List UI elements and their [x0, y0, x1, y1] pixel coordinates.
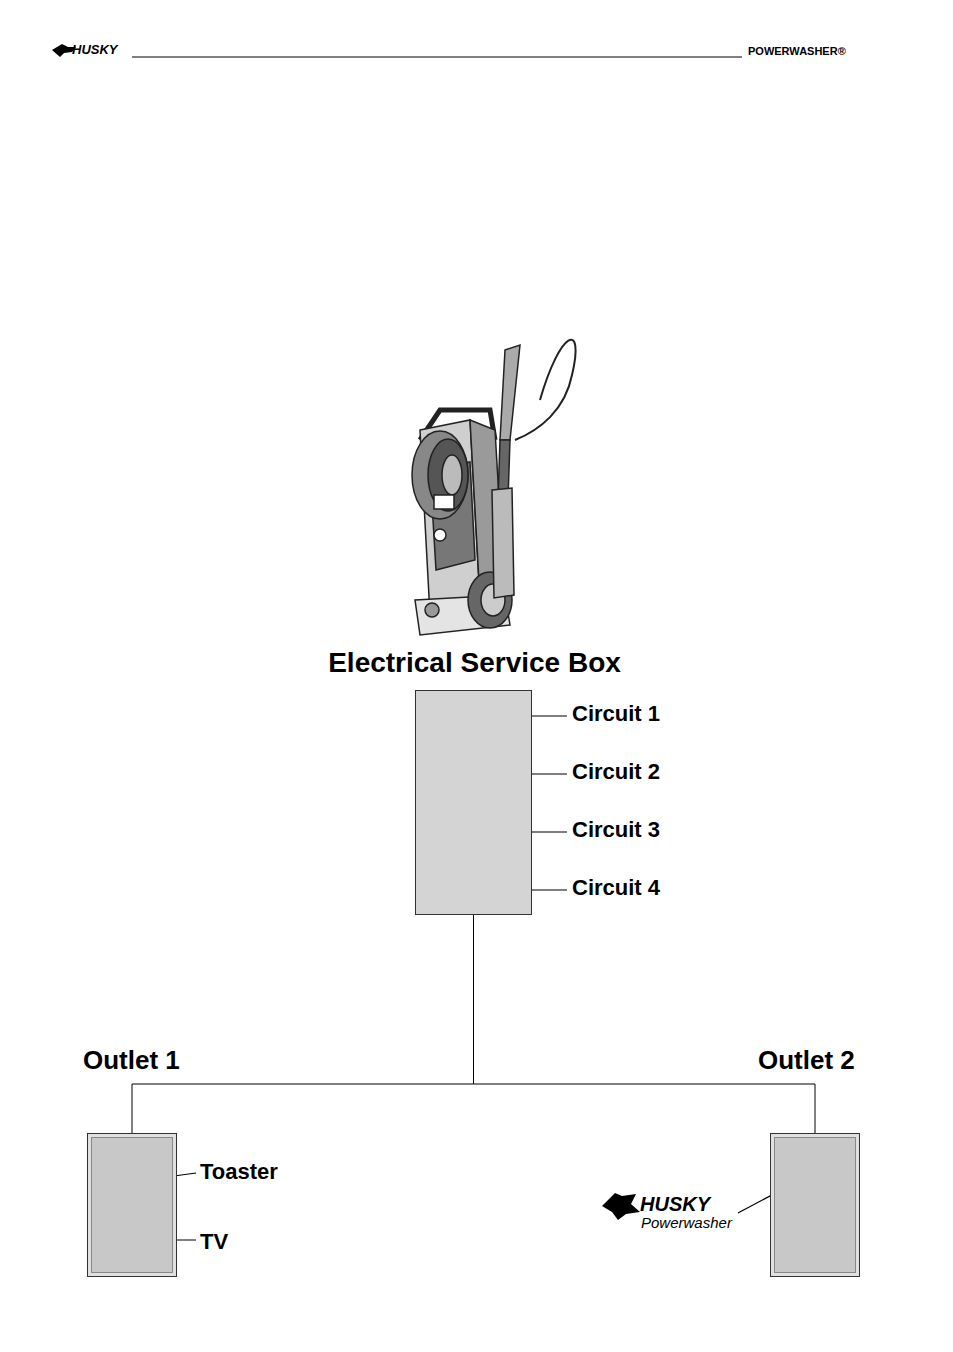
- node-heading: Outlet 1: [83, 1045, 180, 1076]
- logo-text: HUSKY: [640, 1192, 710, 1216]
- wire-connector: [132, 915, 474, 1133]
- text-label: POWERWASHER®: [748, 45, 846, 58]
- circuit-label: Circuit 3: [572, 817, 660, 843]
- outlet-plate: Outlet 1: [87, 1133, 177, 1277]
- text-label: Toaster: [200, 1159, 278, 1185]
- circuit-label: Circuit 1: [572, 701, 660, 727]
- circuit-label: Circuit 4: [572, 875, 660, 901]
- text-label: HUSKY: [72, 42, 118, 58]
- outlet-plate: Outlet 2: [770, 1133, 860, 1277]
- node-heading: Electrical Service Box: [328, 647, 621, 679]
- text-label: TV: [200, 1229, 228, 1255]
- logo-text: Powerwasher: [641, 1214, 732, 1232]
- husky-logo-mark: [602, 1193, 640, 1220]
- powerwasher-illustration: [412, 340, 576, 635]
- service-box: Electrical Service Box: [415, 690, 532, 915]
- header-rule: [132, 57, 742, 58]
- circuit-label: Circuit 2: [572, 759, 660, 785]
- node-heading: Outlet 2: [758, 1045, 855, 1076]
- wire-connector: [474, 915, 816, 1133]
- receptacles: [108, 1155, 837, 1257]
